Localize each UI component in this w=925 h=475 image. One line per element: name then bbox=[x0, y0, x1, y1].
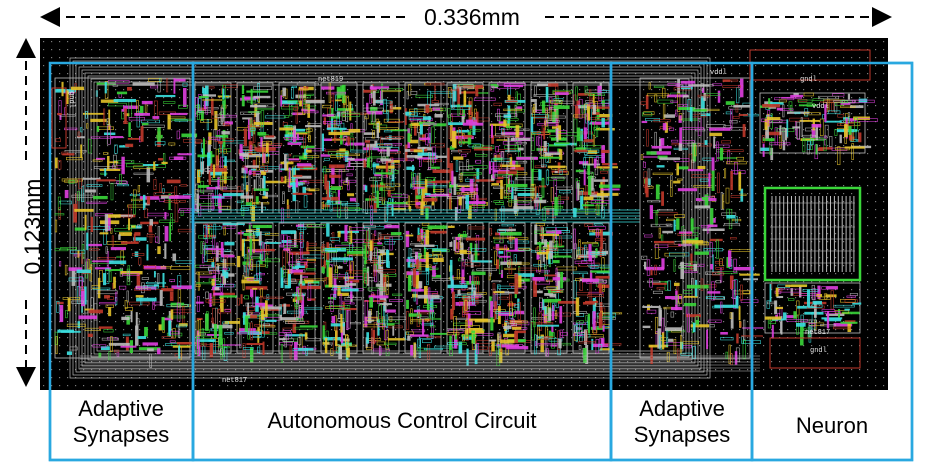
layout-label-vddl-top: vddl bbox=[710, 69, 727, 77]
layout-label-vddl-right: vddl bbox=[812, 103, 829, 111]
layout-label-net817: net817 bbox=[222, 377, 248, 385]
layout-label-gndl-left: gndl bbox=[66, 91, 75, 108]
synapses-left-line2: Synapses bbox=[72, 421, 170, 447]
synapses-left-line1: Adaptive bbox=[78, 396, 164, 421]
label-neuron: Neuron bbox=[795, 413, 869, 438]
label-autonomous-control-circuit: Autonomous Control Circuit bbox=[267, 408, 537, 433]
layout-drawing bbox=[40, 38, 888, 390]
layout-label-gndl-top: gndl bbox=[800, 76, 817, 84]
label-adaptive-synapses-right: Adaptive Synapses bbox=[612, 396, 752, 447]
layout-label-gndl-right: gndl bbox=[810, 347, 827, 355]
synapses-right-line1: Adaptive bbox=[639, 396, 725, 421]
label-adaptive-synapses-left: Adaptive Synapses bbox=[50, 396, 192, 447]
layout-label-net819: net819 bbox=[318, 76, 344, 84]
chip-layout bbox=[40, 38, 888, 390]
synapses-right-line2: Synapses bbox=[633, 421, 731, 447]
layout-label-net817-right: net817 bbox=[805, 329, 831, 337]
width-dimension-label: 0.336mm bbox=[416, 6, 528, 29]
